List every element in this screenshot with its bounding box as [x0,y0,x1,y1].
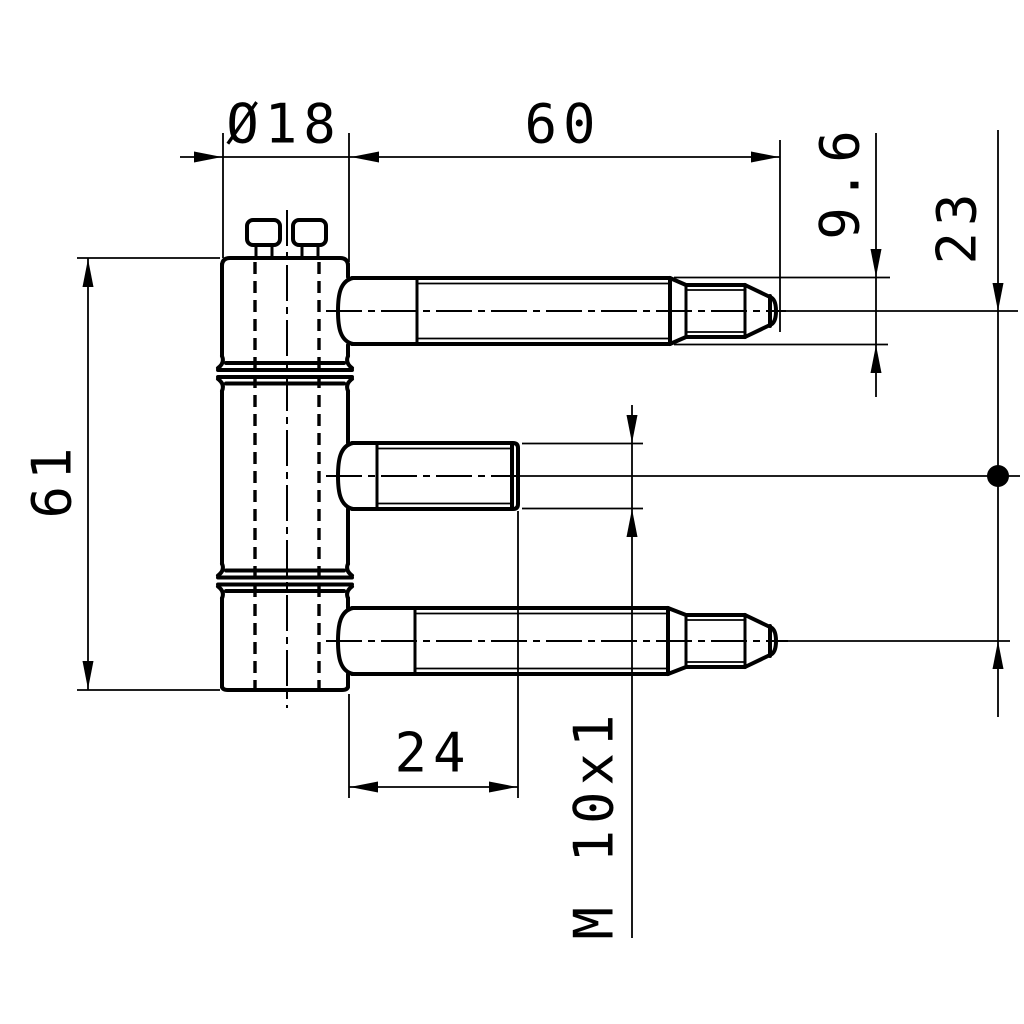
extension-lines [674,276,890,346]
dim-middle-pin-length: 24 [348,511,519,798]
arrowhead [751,151,779,163]
dim-label-barrel-diameter: Ø18 [226,93,342,156]
body-waist-upper [216,354,354,393]
dim-pin-axis-spacing: 23 [926,130,1009,717]
arrowhead [992,283,1004,311]
arrowhead [351,151,379,163]
dim-label-top-pin-length: 60 [524,93,601,156]
dim-label-pin-diameter: 9.6 [809,124,872,240]
arrowhead [489,781,517,793]
extension-lines [222,133,781,332]
arrowhead [870,345,882,373]
hinge-body [216,210,354,708]
top-pin [326,276,1018,346]
middle-pin [326,441,1020,511]
extension-lines [522,442,643,510]
dim-label-middle-pin-length: 24 [394,722,471,785]
body-top-edge [220,256,350,268]
arrowhead [194,151,222,163]
screw-heads [245,218,328,260]
middle-pin-thread-lines [377,447,512,505]
arrowhead [870,249,882,277]
dim-label-pin-axis-spacing: 23 [926,187,989,264]
chain-dimension-dot [987,465,1009,487]
dim-label-thread-spec: M 10x1 [563,708,626,939]
top-pin-thread-lines [417,282,670,340]
arrowhead [350,781,378,793]
extension-lines [348,511,519,798]
screw-head-left [245,218,282,247]
dim-pin-diameter: 9.6 [674,124,890,397]
bottom-pin [326,606,1010,676]
arrowhead [626,509,638,537]
arrowhead [82,661,94,689]
dim-thread-spec: M 10x1 [522,405,643,940]
arrowhead [82,259,94,287]
extension-lines [77,257,220,691]
screw-stems [254,243,320,260]
dim-label-barrel-height: 61 [21,441,84,518]
top-pin-tip [743,283,778,339]
dim-barrel-height: 61 [21,257,220,691]
arrowhead [992,641,1004,669]
arrowhead [626,415,638,443]
body-bottom-edge [220,684,350,692]
bottom-pin-tip [743,613,778,669]
body-waist-lower [216,561,354,601]
dim-barrel-diameter-and-pin-length: Ø18 60 [180,93,781,332]
screw-head-right [291,218,328,247]
bottom-pin-thread-lines [415,612,668,670]
